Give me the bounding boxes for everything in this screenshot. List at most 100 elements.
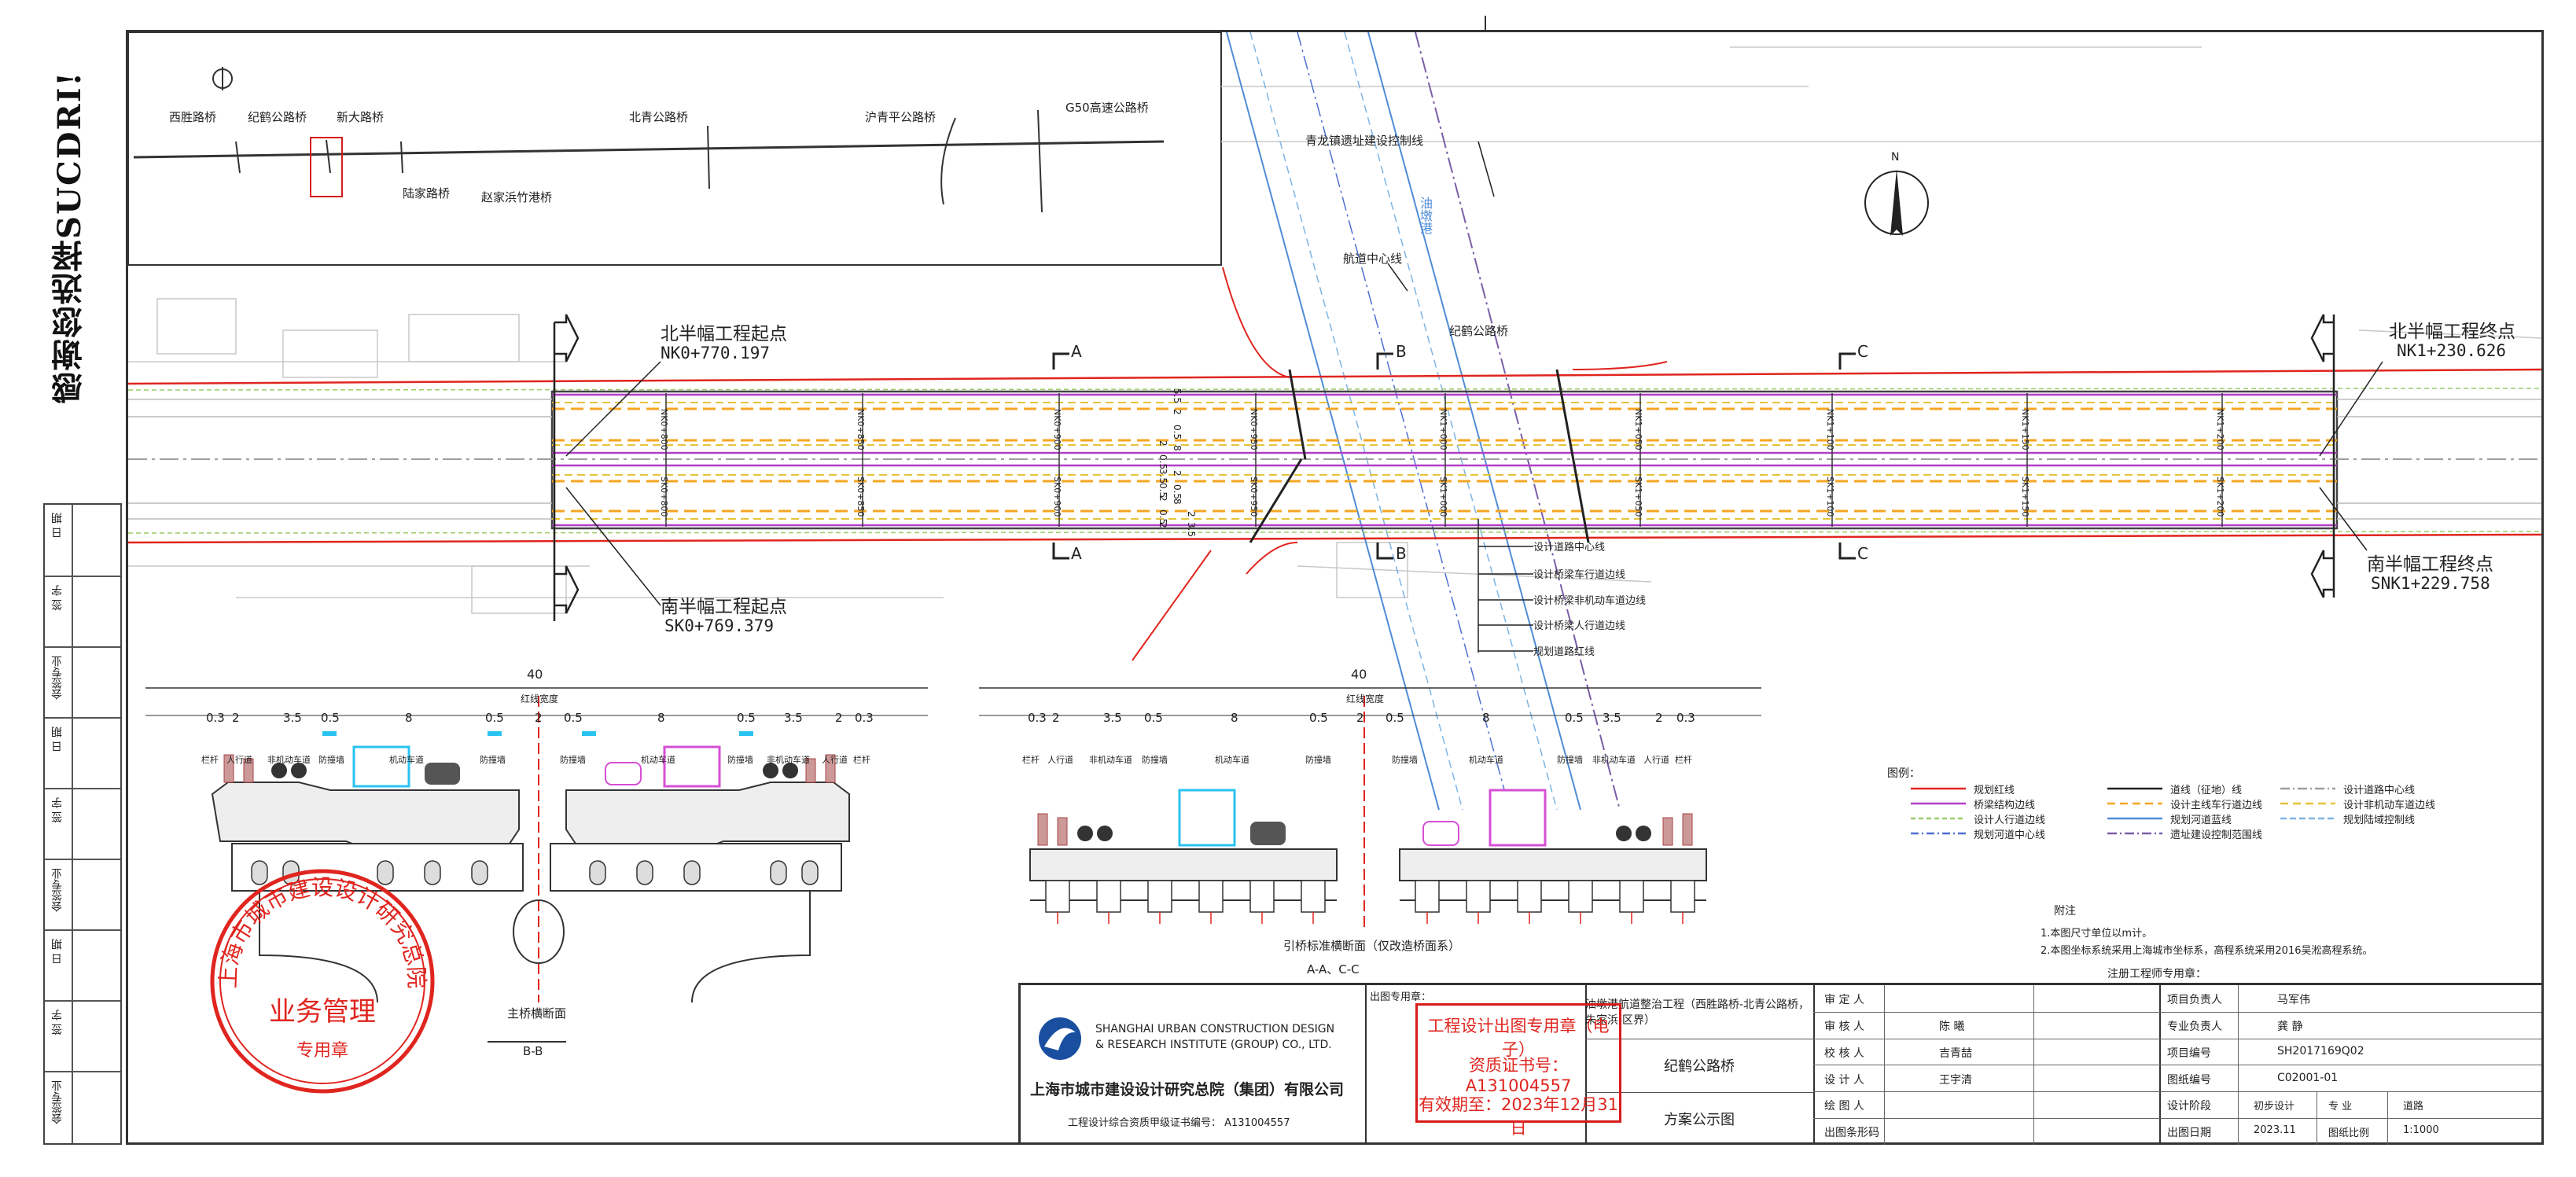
callout-label: 设计桥梁非机动车道边线 <box>1533 595 1647 607</box>
north-end-label: 北半幅工程终点 <box>2389 322 2515 342</box>
station-sk: SK1+150 <box>2020 476 2030 517</box>
section-bb-label: 非机动车道 <box>767 755 810 765</box>
dim-label: 2 <box>1157 440 1168 447</box>
section-bb-dim: 0.5 <box>321 711 340 725</box>
info-value: SH2017169Q02 <box>2277 1044 2364 1057</box>
callout-label: 设计道路中心线 <box>1533 542 1606 554</box>
info-extra-label: 专 业 <box>2328 1101 2353 1113</box>
section-mark-a: A <box>1071 544 1082 563</box>
section-bb-dim: 2 <box>535 711 543 725</box>
section-bb-dim: 0.3 <box>855 711 874 725</box>
info-row: 专业负责人龚 静 <box>2159 1011 2541 1039</box>
svg-text:上海市城市建设设计研究总院: 上海市城市建设设计研究总院 <box>215 874 430 989</box>
section-mark-b: B <box>1396 342 1407 361</box>
legend-label: 道线（征地）线 <box>2170 785 2243 796</box>
company-name-en-1: SHANGHAI URBAN CONSTRUCTION DESIGN <box>1095 1023 1335 1035</box>
section-bb-label: 人行道 <box>822 755 848 765</box>
station-sk: SK0+850 <box>856 476 866 517</box>
section-ac-dim: 0.5 <box>1144 711 1163 725</box>
station-nk: NK0+800 <box>659 409 669 451</box>
station-sk: SK0+950 <box>1249 476 1259 517</box>
info-value: 初步设计 <box>2254 1101 2295 1113</box>
signature-row: 绘 图 人 <box>1813 1091 2159 1120</box>
south-start-label: 南半幅工程起点 <box>661 597 787 617</box>
section-ac-label: 栏杆 <box>1022 755 1040 765</box>
callout-label: 设计桥梁人行道边线 <box>1533 620 1626 632</box>
section-bb-dim: 3.5 <box>283 711 302 725</box>
legend-swatches <box>1911 787 2335 835</box>
station-nk: NK0+900 <box>1052 409 1062 451</box>
section-ac-dim: 0.5 <box>1386 711 1404 725</box>
section-ac-label: 机动车道 <box>1215 755 1249 765</box>
role-name: 陈 曦 <box>1939 1020 1965 1033</box>
section-ac-caption-sub: A-A、C-C <box>1307 962 1360 977</box>
signature-row: 出图条形码 <box>1813 1118 2159 1145</box>
station-sk: SK0+900 <box>1052 476 1062 517</box>
seal-text-top: 上海市城市建设设计研究总院 <box>215 874 430 989</box>
section-ac-drawing <box>979 687 1761 932</box>
stamp-line: 有效期至：2023年12月31日 <box>1419 1095 1618 1138</box>
info-value: C02001-01 <box>2277 1071 2339 1084</box>
qinglong-control-line-label: 青龙镇遗址建设控制线 <box>1305 134 1424 148</box>
section-ac-dim: 3.5 <box>1103 711 1122 725</box>
section-ac-total-width: 40 <box>1351 667 1367 682</box>
section-bb-label: 人行道 <box>226 755 252 765</box>
section-bb-dim: 8 <box>405 711 413 725</box>
dim-label: 2 <box>1157 522 1168 528</box>
stamp-line: 资质证书号：A131004557 <box>1465 1056 1572 1095</box>
legend-label: 设计主线车行道边线 <box>2170 800 2263 811</box>
section-ac-dim: 2 <box>1655 711 1663 725</box>
section-bb-dim: 2 <box>232 711 240 725</box>
legend-label: 设计非机动车道边线 <box>2343 800 2436 811</box>
dim-label: 8 <box>1172 498 1183 505</box>
station-sk: SK1+000 <box>1438 476 1448 517</box>
dim-label: 3.5 <box>1157 469 1168 484</box>
south-end-chainage: SNK1+229.758 <box>2371 574 2490 593</box>
signature-row: 校 核 人吉青喆 <box>1813 1038 2159 1066</box>
section-bb-caption-sub: B-B <box>523 1044 543 1058</box>
station-sk: SK1+200 <box>2215 476 2225 517</box>
section-bb-label: 非机动车道 <box>267 755 311 765</box>
legend-label: 规划河道蓝线 <box>2170 815 2232 826</box>
dim-label: 2 <box>1172 470 1183 476</box>
station-nk: NK0+850 <box>856 409 866 451</box>
signature-row: 审 定 人 <box>1813 985 2159 1013</box>
business-seal: 上海市城市建设设计研究总院 业务管理 专用章 <box>210 869 435 1094</box>
north-start-label: 北半幅工程起点 <box>661 324 787 344</box>
section-ac-label: 防撞墙 <box>1305 755 1331 765</box>
station-nk: NK1+050 <box>1633 409 1643 451</box>
station-sk: SK0+800 <box>659 476 669 517</box>
section-bb-dim: 0.5 <box>564 711 583 725</box>
legend-title: 图例： <box>1887 767 1920 780</box>
section-mark-c: C <box>1857 544 1868 563</box>
keymap-bridge-label: G50高速公路桥 <box>1065 101 1149 115</box>
keymap-bridge-label: 陆家路桥 <box>403 186 451 200</box>
dim-label: 0.5 <box>1157 454 1168 470</box>
company-name-cn: 上海市城市建设设计研究总院（集团）有限公司 <box>1030 1081 1345 1098</box>
section-ac-dim: 2 <box>1052 711 1060 725</box>
station-sk: SK1+050 <box>1633 476 1643 517</box>
legend-label: 遗址建设控制范围线 <box>2170 829 2263 841</box>
section-mark-c: C <box>1857 342 1868 361</box>
station-sk: SK1+100 <box>1825 476 1835 517</box>
info-label: 项目编号 <box>2167 1046 2211 1060</box>
section-ac-label: 防撞墙 <box>1142 755 1168 765</box>
section-ac-label: 机动车道 <box>1469 755 1503 765</box>
dim-label: 0.5 <box>1157 483 1168 498</box>
river-label: 油墩港 <box>1418 197 1433 234</box>
section-ac-dim: 0.3 <box>1676 711 1695 725</box>
info-row: 项目负责人马军伟 <box>2159 985 2541 1013</box>
section-ac-dim: 8 <box>1482 711 1490 725</box>
section-bb-label: 防撞墙 <box>480 755 506 765</box>
project-name: 油墩港航道整治工程（西胜路桥-北青公路桥，朱家浜-区界） <box>1585 985 1813 1039</box>
section-bb-caption: 主桥横断面 <box>507 1006 567 1021</box>
drawing-title: 方案公示图 <box>1664 1111 1735 1128</box>
section-ac-caption: 引桥标准横断面（仅改造桥面系） <box>1283 939 1461 953</box>
section-bb-dim: 0.5 <box>485 711 504 725</box>
keymap-bridge-label: 新大路桥 <box>337 110 385 124</box>
role-name: 王宇清 <box>1939 1073 1972 1087</box>
north-end-chainage: NK1+230.626 <box>2397 341 2507 360</box>
section-bb-total-width: 40 <box>527 667 543 682</box>
